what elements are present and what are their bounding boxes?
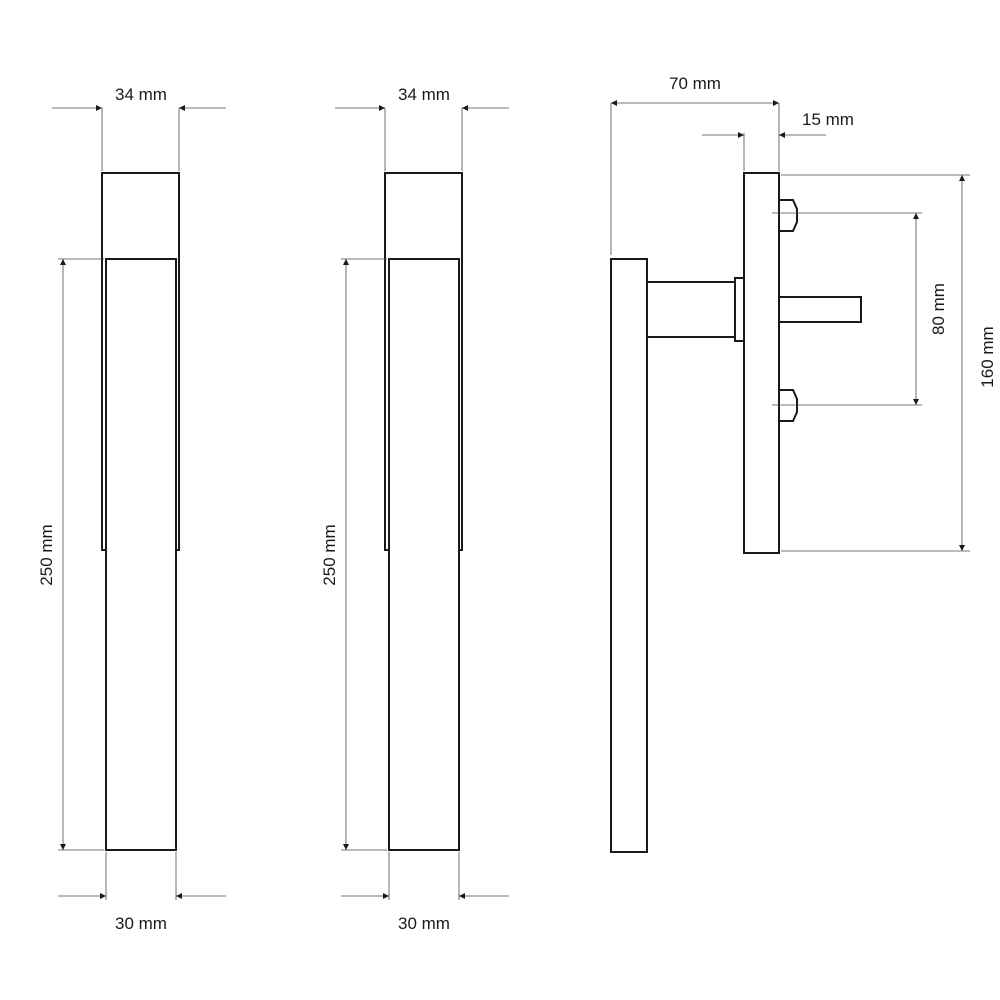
plate-height-label: 160 mm (978, 326, 997, 387)
bottom-width-label: 30 mm (398, 914, 450, 933)
bottom-width-label: 30 mm (115, 914, 167, 933)
base-plate-side (743, 172, 780, 554)
height-label: 250 mm (37, 524, 56, 585)
handle-lever (388, 258, 460, 851)
side-view: 70 mm 15 mm 80 mm 160 mm (610, 74, 997, 853)
height-label: 250 mm (320, 524, 339, 585)
front-view-1: 34 mm 30 mm 250 mm (37, 85, 226, 933)
handle-lever (105, 258, 177, 851)
rosette-collar (734, 277, 745, 342)
handle-neck (646, 281, 736, 338)
screw-spacing-label: 80 mm (929, 283, 948, 335)
depth-label: 70 mm (669, 74, 721, 93)
screw-top (778, 199, 798, 232)
screw-bottom (778, 389, 798, 422)
top-width-label: 34 mm (398, 85, 450, 104)
top-width-label: 34 mm (115, 85, 167, 104)
handle-lever-side (610, 258, 648, 853)
plate-thickness-label: 15 mm (802, 110, 854, 129)
spindle (778, 296, 862, 323)
front-view-2: 34 mm 30 mm 250 mm (320, 85, 509, 933)
